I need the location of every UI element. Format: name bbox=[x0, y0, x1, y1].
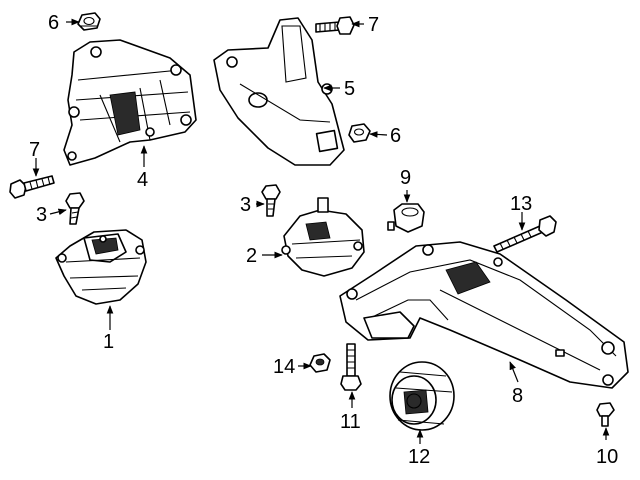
part-7-bolt-top bbox=[315, 16, 355, 35]
part-9-buffer bbox=[387, 203, 425, 233]
part-3-bolt-mid bbox=[261, 184, 281, 217]
part-2-engine-mount bbox=[281, 197, 365, 277]
callout-4: 4 bbox=[137, 169, 148, 191]
callout-7-top: 7 bbox=[368, 14, 379, 36]
callout-7-left: 7 bbox=[29, 139, 40, 161]
callout-9: 9 bbox=[400, 167, 411, 189]
part-13-bolt bbox=[493, 215, 557, 253]
callout-6-top: 6 bbox=[48, 12, 59, 34]
callout-14: 14 bbox=[273, 356, 295, 378]
part-4-bracket bbox=[63, 39, 197, 166]
callout-3-mid: 3 bbox=[240, 194, 251, 216]
part-6-nut-right bbox=[348, 123, 371, 143]
leader-lines bbox=[32, 18, 610, 444]
callout-13: 13 bbox=[510, 193, 532, 215]
part-5-bracket bbox=[213, 17, 345, 166]
callout-6-right: 6 bbox=[390, 125, 401, 147]
callout-3-left: 3 bbox=[36, 204, 47, 226]
part-11-bolt bbox=[340, 343, 362, 391]
part-7-bolt-left bbox=[9, 175, 55, 199]
part-12-bushing bbox=[389, 361, 455, 431]
callout-8: 8 bbox=[512, 385, 523, 407]
callout-11: 11 bbox=[340, 411, 361, 433]
callout-1: 1 bbox=[103, 331, 114, 353]
part-1-engine-mount bbox=[55, 229, 147, 305]
callout-2: 2 bbox=[246, 245, 257, 267]
part-14-nut bbox=[309, 353, 331, 373]
part-8-crossmember bbox=[339, 241, 629, 389]
callout-12: 12 bbox=[408, 446, 430, 468]
callout-5: 5 bbox=[344, 78, 355, 100]
callout-10: 10 bbox=[596, 446, 618, 468]
part-6-nut-top bbox=[77, 12, 101, 31]
callout-labels: 6 7 5 6 4 7 3 3 2 9 13 1 8 14 11 12 10 bbox=[29, 12, 618, 468]
part-3-bolt-left bbox=[65, 192, 85, 225]
part-10-bolt bbox=[596, 402, 615, 427]
